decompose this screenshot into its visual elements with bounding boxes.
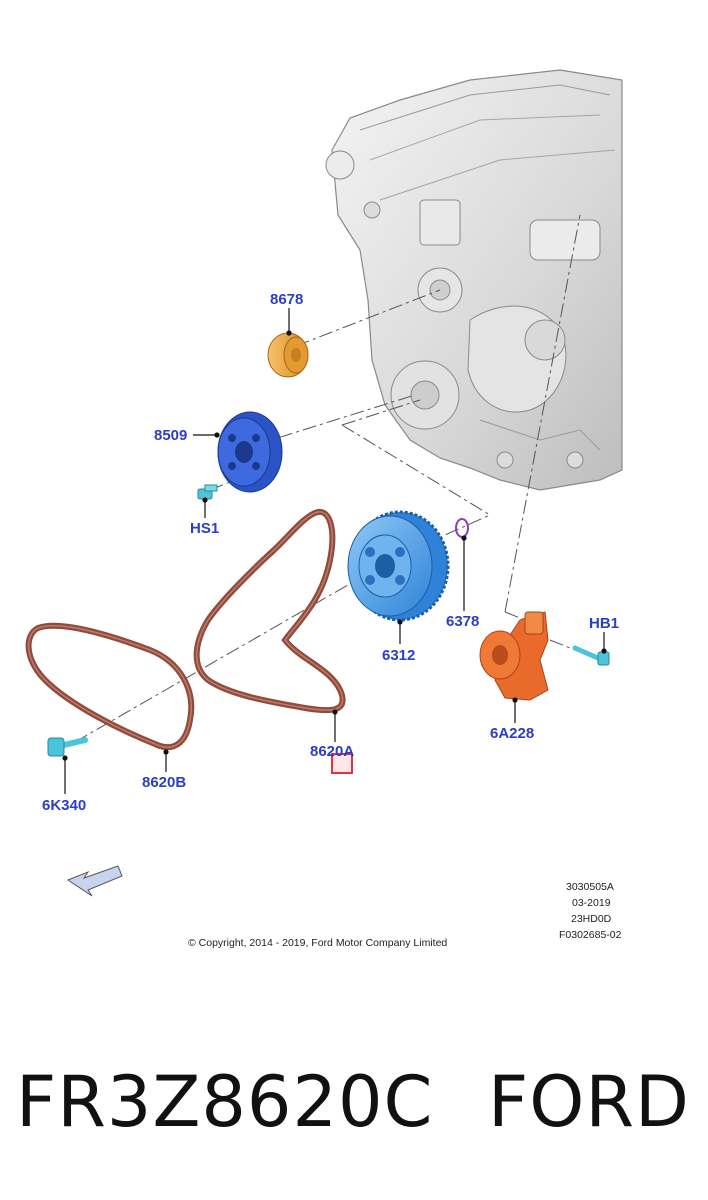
bolt-6k340	[47, 737, 88, 757]
callout-hb1: HB1	[589, 615, 619, 632]
callout-6312: 6312	[382, 647, 415, 664]
engine-block-illustration	[325, 69, 623, 491]
reference-code-1: 3030505A	[566, 881, 614, 893]
callout-8678: 8678	[270, 291, 303, 308]
water-pump-pulley	[217, 411, 283, 493]
reference-code-3: 23HD0D	[571, 913, 612, 925]
callout-6a228: 6A228	[490, 725, 534, 742]
reference-code-2: 03-2019	[572, 897, 611, 909]
reference-code-4: F0302685-02	[559, 929, 622, 941]
crankshaft-pulley	[347, 510, 450, 622]
callout-hs1: HS1	[190, 520, 219, 537]
callout-8620a: 8620A	[310, 743, 354, 760]
brand-caption: FORD	[488, 1061, 690, 1143]
caption-area	[0, 1000, 708, 1200]
callout-6378: 6378	[446, 613, 479, 630]
o-ring	[455, 518, 469, 538]
part-number-caption: FR3Z8620C	[16, 1061, 434, 1143]
callout-8509: 8509	[154, 427, 187, 444]
copyright-notice: © Copyright, 2014 - 2019, Ford Motor Com…	[188, 937, 447, 949]
leader-lines	[62, 308, 607, 794]
front-direction-arrow	[66, 865, 123, 897]
bolt-hs1	[197, 484, 218, 500]
callout-8620b: 8620B	[142, 774, 186, 791]
parts-diagram: 8678 8509 HS1 6312 6378 HB1 6A228 8620A …	[25, 69, 623, 949]
highlight-box	[331, 753, 353, 774]
callout-6k340: 6K340	[42, 797, 86, 814]
belt-tensioner	[479, 611, 549, 701]
idler-pulley	[267, 332, 309, 378]
serpentine-belt-8620a	[193, 509, 346, 714]
